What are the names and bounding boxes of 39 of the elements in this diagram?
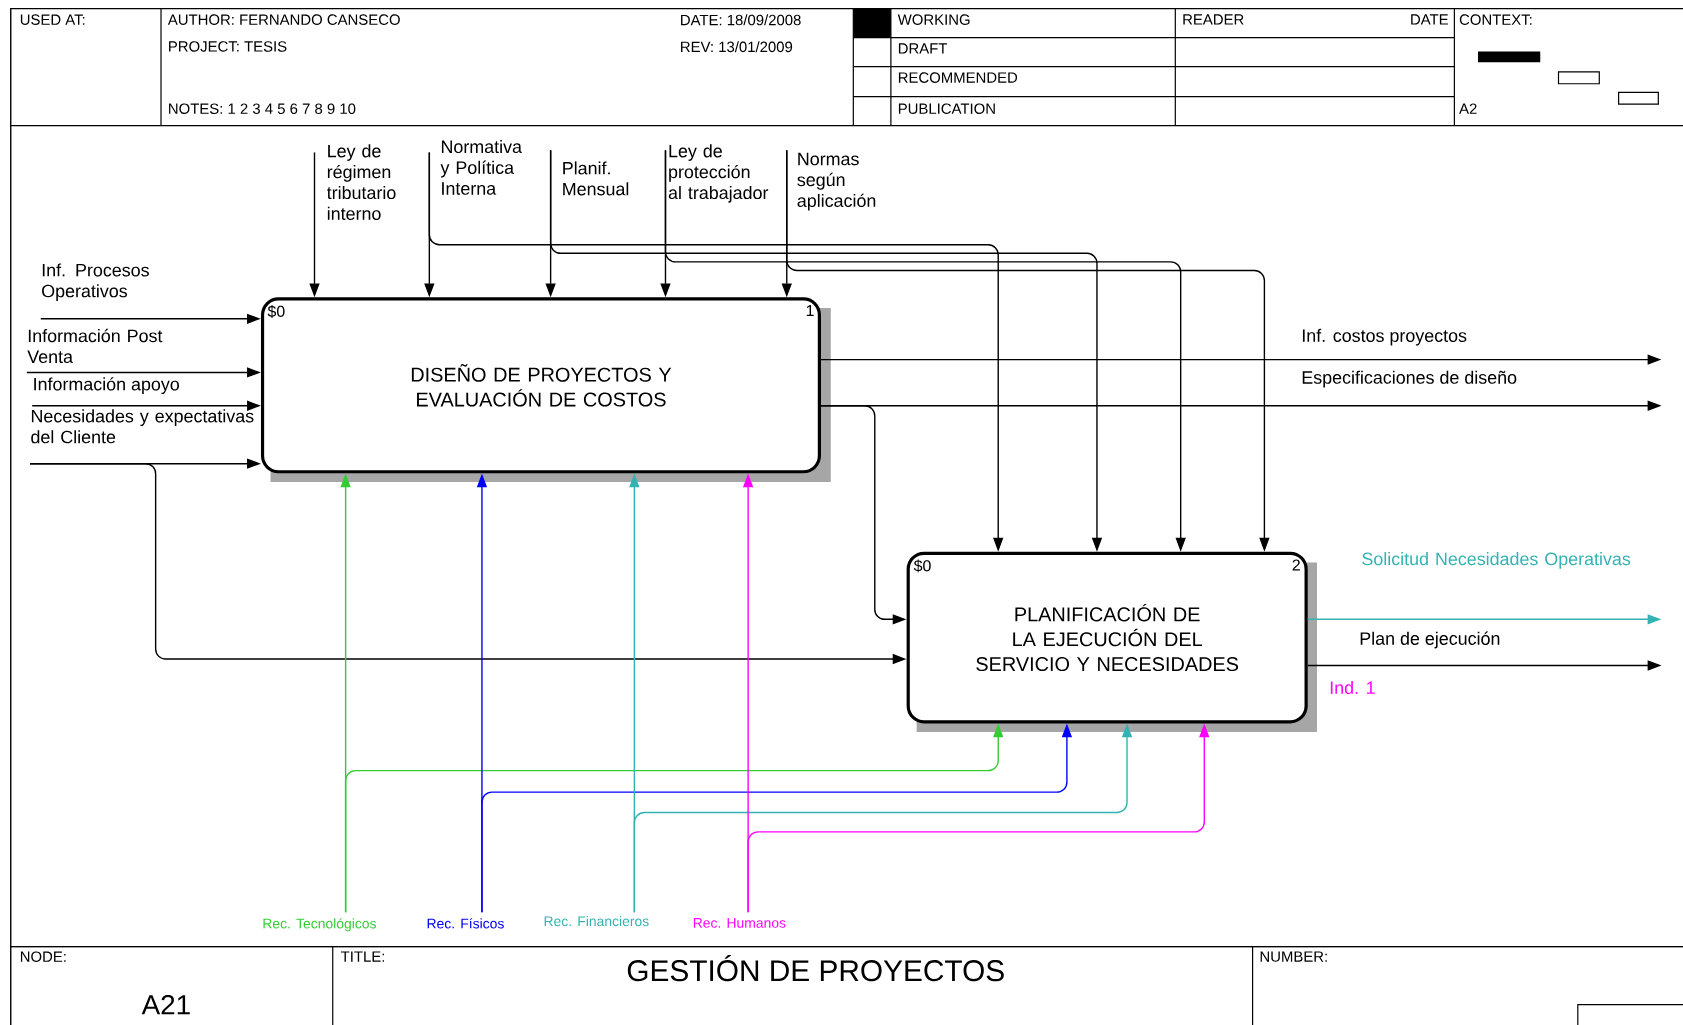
header-label: WORKING xyxy=(897,14,970,25)
arrow-label: Inf. Procesos Operativos xyxy=(42,263,149,301)
node-number: A21 xyxy=(141,994,190,1015)
arrow-label: Especificaciones de diseño xyxy=(1302,370,1517,388)
arrow-label: Rec. Tecnológicos xyxy=(263,918,376,932)
header-label: READER xyxy=(1183,14,1244,25)
arrow-label: Rec. Financieros xyxy=(544,915,649,927)
diagram-title: GESTIÓN DE PROYECTOS xyxy=(627,955,1004,982)
footer-label: TITLE: xyxy=(341,951,384,962)
arrow-label: Solicitud Necesidades Operativas xyxy=(1362,552,1631,569)
header-label: PROJECT: TESIS xyxy=(169,41,287,52)
arrow-label: Plan de ejecución xyxy=(1360,631,1500,649)
arrow-label: Inf. costos proyectos xyxy=(1302,328,1467,346)
header-label: REV: 13/01/2009 xyxy=(681,41,793,53)
arrow-label: Planif. Mensual xyxy=(563,161,629,196)
process-box: DISEÑO DE PROYECTOS Y EVALUACIÓN DE COSTOS $0 1 xyxy=(260,297,831,482)
header-label: PUBLICATION xyxy=(898,103,995,114)
arrow-label: Necesidades y expectativas del Cliente xyxy=(31,409,254,444)
arrow-label: Rec. Humanos xyxy=(693,918,786,928)
header-label: USED AT: xyxy=(20,14,85,25)
footer-label: NUMBER: xyxy=(1260,951,1327,962)
indicator-label: Ind. 1 xyxy=(1330,680,1375,695)
header-label: NOTES: 1 2 3 4 5 6 7 8 9 10 xyxy=(169,103,356,114)
arrow-label: Normativa y Política Interna xyxy=(440,139,522,195)
header-label: DATE xyxy=(1411,14,1448,25)
header-label: AUTHOR: FERNANDO CANSECO xyxy=(167,14,400,25)
header-label: DATE: 18/09/2008 xyxy=(681,14,801,26)
header-label: DRAFT xyxy=(898,43,948,54)
arrow-label: Normas según aplicación xyxy=(797,152,876,211)
process-box: PLANIFICACIÓN DE LA EJECUCIÓN DEL SERVICIO Y NECESIDADES $0 2 xyxy=(906,551,1317,732)
header-label: A2 xyxy=(1459,103,1477,114)
header-label: CONTEXT: xyxy=(1459,14,1532,25)
arrow-label: Rec. Físicos xyxy=(427,918,504,929)
arrow-label: Ley de régimen tributario interno xyxy=(327,144,396,220)
arrow-label: Información Post Venta xyxy=(27,328,163,364)
header-label: RECOMMENDED xyxy=(898,72,1018,83)
arrow-label: Información apoyo xyxy=(34,377,179,394)
arrow-label: Ley de protección al trabajador xyxy=(668,144,769,203)
footer-label: NODE: xyxy=(20,951,66,962)
